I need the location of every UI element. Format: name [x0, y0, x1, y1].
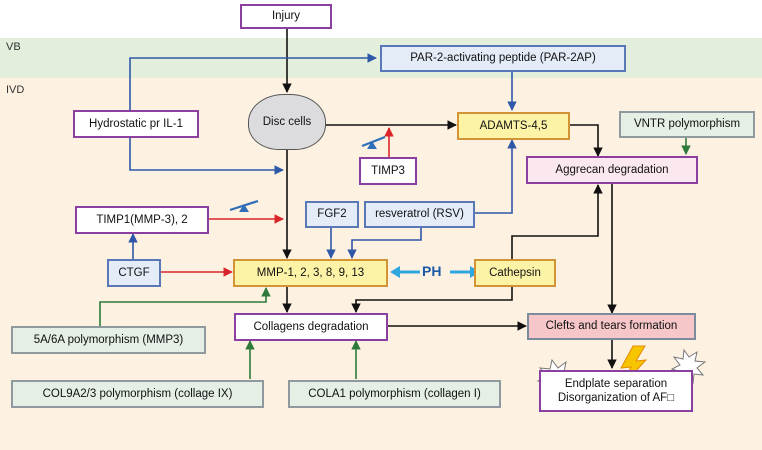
- edge-resveratrol-mmp: [347, 228, 422, 259]
- node-cola1: COLA1 polymorphism (collagen I): [288, 380, 501, 408]
- endplate-line-1: Endplate separation: [564, 377, 668, 390]
- node-injury: Injury: [240, 4, 332, 29]
- node-cathepsin: Cathepsin: [474, 259, 556, 287]
- ivd-label: IVD: [6, 84, 25, 96]
- node-fgf2: FGF2: [305, 201, 359, 228]
- edge-cathepsin-aggrecan: [511, 184, 603, 259]
- inhibitor-timp3-icon: [361, 135, 386, 149]
- node-vntr: VNTR polymorphism: [619, 111, 755, 138]
- burst-right-icon: [670, 348, 707, 385]
- node-aggrecan: Aggrecan degradation: [526, 156, 698, 184]
- node-timp3: TIMP3: [359, 157, 417, 185]
- node-mmp: MMP-1, 2, 3, 8, 9, 13: [233, 259, 388, 287]
- node-endplate: Endplate separation Disorganization of A…: [539, 370, 693, 412]
- edge-resveratrol-adamts: [474, 139, 517, 214]
- node-resveratrol: resveratrol (RSV): [364, 201, 475, 228]
- node-adamts: ADAMTS-4,5: [457, 112, 570, 140]
- endplate-line-2: Disorganization of AF□: [557, 392, 675, 404]
- node-timp1: TIMP1(MMP-3), 2: [75, 206, 209, 234]
- edge-5a6a-mmp: [99, 287, 271, 327]
- node-5a6a: 5A/6A polymorphism (MMP3): [11, 326, 206, 354]
- node-collagens: Collagens degradation: [234, 313, 388, 341]
- node-ctgf: CTGF: [107, 259, 161, 287]
- node-disc-cells: Disc cells: [248, 94, 326, 150]
- node-clefts: Clefts and tears formation: [527, 313, 696, 340]
- edge-hydrostatic-discpath: [129, 138, 284, 175]
- node-par2ap: PAR-2-activating peptide (PAR-2AP): [380, 45, 626, 72]
- node-col9a2: COL9A2/3 polymorphism (collage IX): [11, 380, 264, 408]
- edge-adamts-aggrecan: [570, 124, 603, 157]
- edge-cathepsin-collagens: [351, 287, 513, 313]
- ph-label: PH: [422, 263, 442, 279]
- edge-hydrostatic-par2ap: [129, 53, 377, 110]
- node-hydrostatic: Hydrostatic pr IL-1: [73, 110, 199, 138]
- inhibitor-timp1-icon: [229, 199, 259, 212]
- ph-double-arrow-icon: [390, 262, 480, 282]
- vb-label: VB: [6, 41, 21, 53]
